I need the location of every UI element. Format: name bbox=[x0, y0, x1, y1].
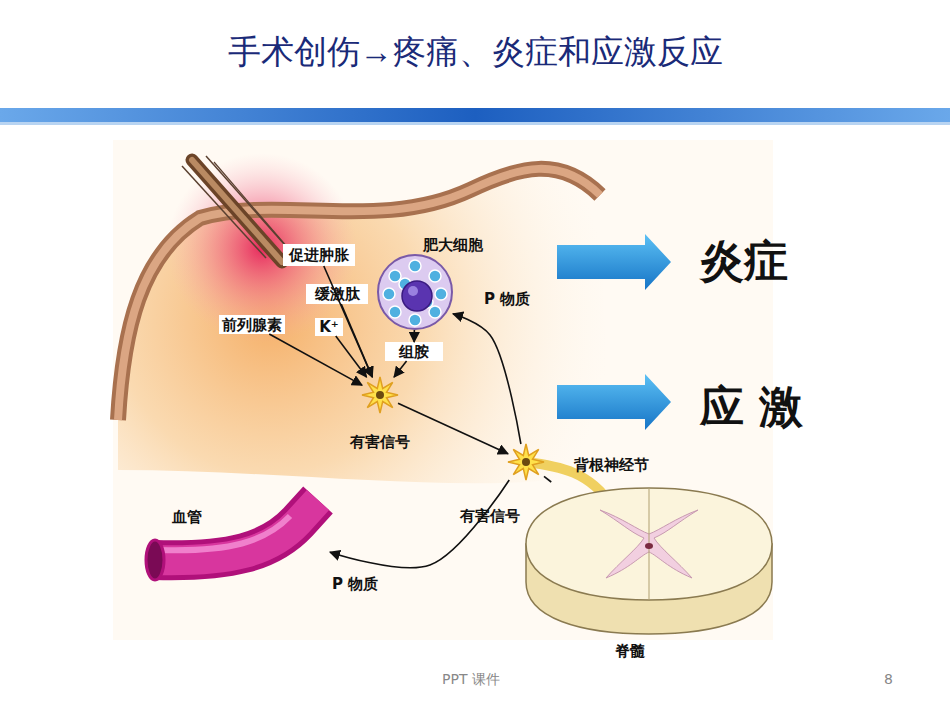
node-label: 有害信号 bbox=[350, 433, 410, 451]
granule bbox=[389, 270, 401, 282]
mast-cell: 肥大细胞 bbox=[377, 254, 453, 330]
outcome-label: 应 激 bbox=[700, 378, 803, 437]
nerve-connector bbox=[394, 361, 407, 377]
mediator-box: 组胺 bbox=[385, 342, 443, 361]
footer-text: PPT 课件 bbox=[442, 671, 500, 689]
vessel-wall bbox=[155, 500, 318, 560]
tissue bbox=[118, 169, 610, 483]
nerve-ending-shape bbox=[362, 377, 398, 413]
scalpel bbox=[192, 160, 282, 262]
nerve-connector bbox=[544, 476, 551, 482]
granule bbox=[435, 288, 447, 300]
spinal-cord: 脊髓 bbox=[520, 482, 778, 637]
cell-body bbox=[378, 255, 452, 329]
outcome-label: 炎症 bbox=[700, 232, 788, 291]
granule bbox=[383, 288, 395, 300]
granule bbox=[389, 306, 401, 318]
node-label: 脊髓 bbox=[615, 642, 645, 660]
node-label: 缓激肽 bbox=[306, 284, 368, 304]
spinal-cord-shape bbox=[520, 482, 778, 637]
granule bbox=[409, 260, 421, 272]
nerve-connector bbox=[413, 330, 415, 342]
node-label: 肥大细胞 bbox=[423, 236, 483, 254]
vessel-opening bbox=[146, 540, 164, 580]
block-arrow bbox=[557, 234, 671, 290]
granule bbox=[429, 270, 441, 282]
skin-layer bbox=[118, 169, 600, 420]
edge-label: P 物质 bbox=[484, 290, 530, 309]
node-label: 血管 bbox=[172, 508, 202, 526]
vessel-body bbox=[155, 500, 318, 560]
node-label: 背根神经节 bbox=[574, 456, 649, 474]
title-band-edge bbox=[0, 122, 950, 125]
panel-background bbox=[113, 140, 773, 640]
ganglion: 背根神经节 bbox=[508, 444, 544, 480]
node-label: 前列腺素 bbox=[219, 315, 285, 334]
mediator-box: 前列腺素 bbox=[219, 315, 285, 334]
node-label: 组胺 bbox=[385, 342, 443, 361]
cord-surface bbox=[526, 488, 772, 600]
nucleus-highlight bbox=[408, 286, 418, 296]
signal-burst bbox=[508, 444, 544, 480]
granule bbox=[429, 306, 441, 318]
nerve-connector bbox=[398, 403, 508, 453]
title-band bbox=[0, 108, 950, 122]
injury-glow bbox=[167, 153, 357, 343]
node-label: K⁺ bbox=[315, 318, 343, 336]
nerve-connector bbox=[453, 314, 521, 444]
signal-burst bbox=[362, 377, 398, 413]
skin-layer-inner bbox=[118, 169, 600, 420]
blood-vessel-shape bbox=[140, 490, 330, 590]
mediator-box: 缓激肽 bbox=[306, 284, 368, 304]
granule bbox=[409, 314, 421, 326]
scalpel-highlight bbox=[192, 160, 282, 262]
nerve-ending: 有害信号 bbox=[362, 377, 398, 413]
fiber bbox=[182, 166, 266, 258]
blood-vessel: 血管 bbox=[140, 490, 330, 590]
block-arrow bbox=[557, 374, 671, 430]
mediator-box: K⁺ bbox=[315, 318, 343, 336]
nucleus bbox=[402, 281, 432, 311]
nerve-connector bbox=[341, 304, 372, 377]
ganglion-shape bbox=[508, 444, 544, 480]
nerve-terminal bbox=[522, 458, 530, 466]
page-number: 8 bbox=[884, 671, 893, 687]
mediator-box: 促进肿胀 bbox=[283, 244, 355, 266]
nerve-connector bbox=[269, 334, 362, 385]
nerve-terminal bbox=[376, 391, 384, 399]
nerve-connector bbox=[336, 336, 367, 377]
edge-label: P 物质 bbox=[332, 575, 378, 594]
fiber bbox=[206, 156, 284, 244]
mast-cell-shape bbox=[377, 254, 453, 330]
node-label: 促进肿胀 bbox=[283, 244, 355, 266]
fiber bbox=[214, 162, 288, 248]
edge-label: 有害信号 bbox=[460, 507, 520, 526]
slide-title: 手术创伤→疼痛、炎症和应激反应 bbox=[0, 30, 950, 75]
central-canal bbox=[645, 543, 653, 549]
